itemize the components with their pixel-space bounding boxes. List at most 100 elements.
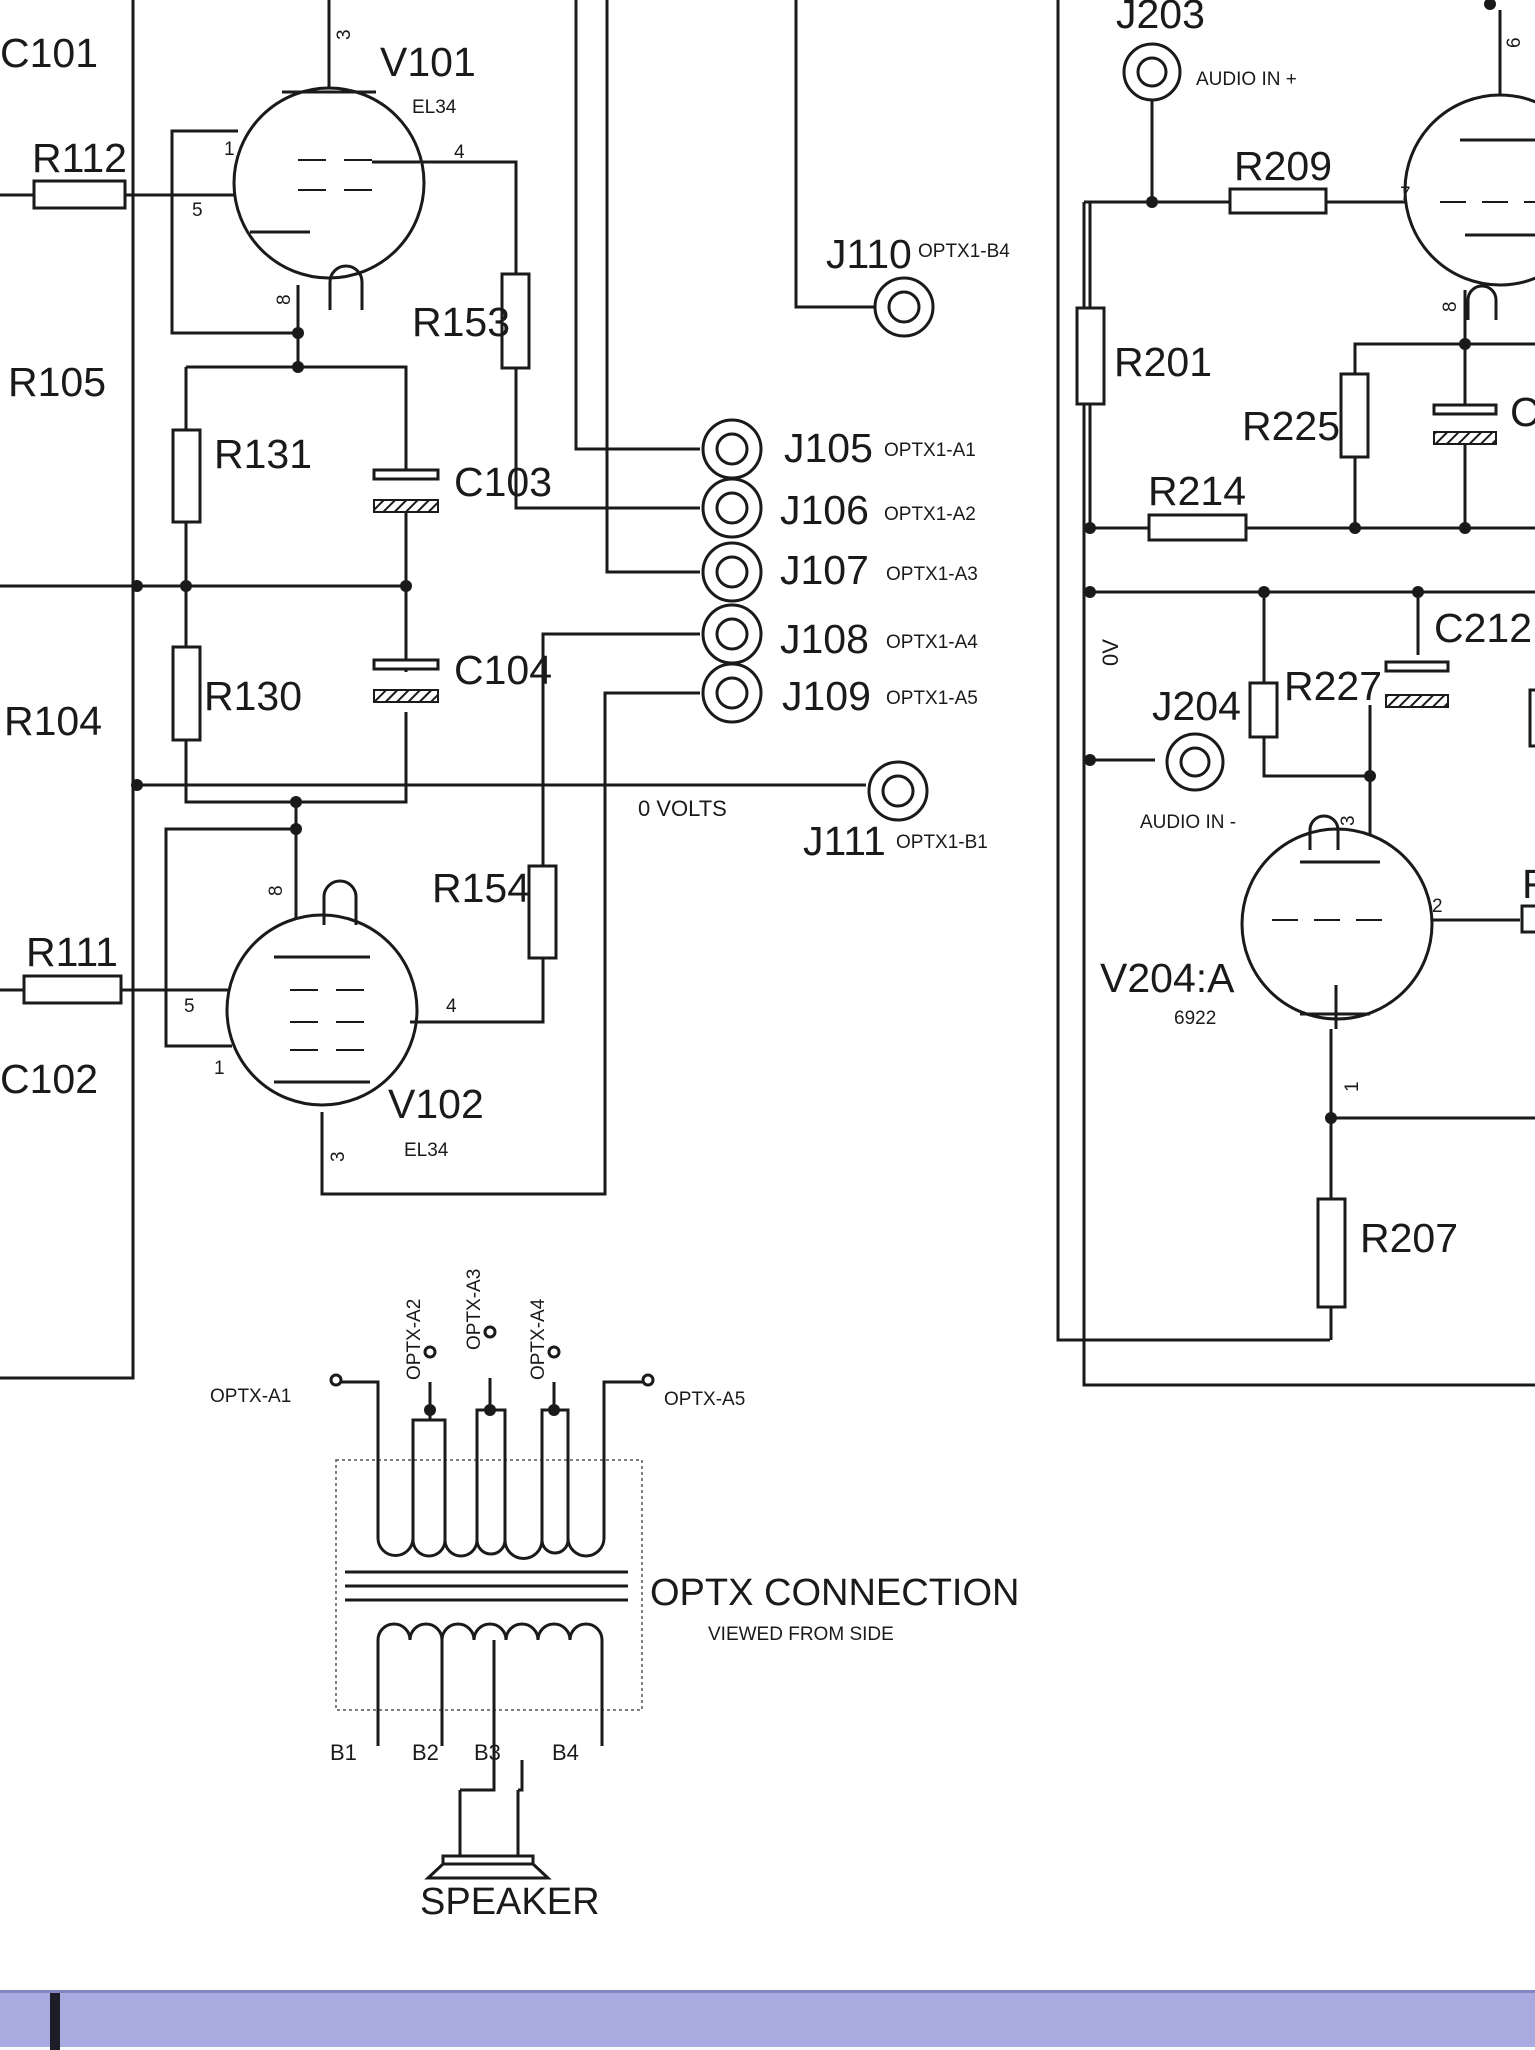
capacitor-c103: [372, 468, 440, 513]
label-c-partial: C: [1510, 389, 1535, 435]
right-junctions: [1084, 0, 1496, 1124]
label-optx-a2: OPTX-A2: [404, 1299, 425, 1380]
label-r104: R104: [4, 698, 102, 744]
label-r112: R112: [32, 135, 127, 181]
pin-v101-3: 3: [334, 29, 355, 40]
resistor-r201: [1075, 306, 1106, 406]
label-r225: R225: [1242, 403, 1340, 449]
left-wires: [0, 0, 876, 1380]
pin-v101-4: 4: [454, 142, 465, 163]
label-c101: C101: [0, 30, 98, 76]
label-optx-a5: OPTX-A5: [664, 1389, 745, 1410]
label-optx-connection: OPTX CONNECTION: [650, 1572, 1019, 1614]
pin-v102-8: 8: [266, 885, 287, 896]
label-b2: B2: [412, 1740, 439, 1765]
pin-top-7: 7: [1400, 184, 1411, 205]
label-c103: C103: [454, 459, 552, 505]
output-transformer: [329, 1325, 655, 1746]
label-b4: B4: [552, 1740, 579, 1765]
label-v102-type: EL34: [404, 1140, 449, 1161]
label-r207: R207: [1360, 1215, 1458, 1261]
pin-v101-5: 5: [192, 200, 203, 221]
label-r154: R154: [432, 865, 530, 911]
tube-v102: [225, 879, 419, 1107]
bottom-toolbar: [0, 1990, 1535, 2050]
pin-v204-2: 2: [1432, 896, 1443, 917]
toolbar-handle[interactable]: [50, 1993, 60, 2050]
label-j204: J204: [1152, 683, 1241, 729]
label-j203: J203: [1116, 0, 1205, 37]
label-zero-volts: 0 VOLTS: [638, 796, 727, 821]
connector-jacks: [701, 276, 935, 822]
label-c104: C104: [454, 647, 552, 693]
capacitor-c104: [372, 658, 440, 703]
label-r111: R111: [26, 929, 118, 975]
connector-j203-j204: [1122, 42, 1225, 792]
label-b1: B1: [330, 1740, 357, 1765]
label-j106-sub: OPTX1-A2: [884, 504, 976, 525]
label-j108-sub: OPTX1-A4: [886, 632, 978, 653]
resistor-r130: [171, 645, 202, 742]
label-v101-type: EL34: [412, 97, 457, 118]
pin-v102-3: 3: [328, 1151, 349, 1162]
resistor-r225: [1339, 372, 1370, 459]
resistor-r154: [527, 864, 558, 960]
label-v102: V102: [388, 1081, 484, 1127]
label-j109-sub: OPTX1-A5: [886, 688, 978, 709]
label-r-partial: F: [1522, 861, 1535, 907]
label-r209: R209: [1234, 143, 1332, 189]
resistor-r227: [1248, 681, 1279, 739]
label-j105-sub: OPTX1-A1: [884, 440, 976, 461]
tube-v204a: [1240, 814, 1434, 1029]
pin-v101-1: 1: [224, 139, 235, 160]
label-optx-a1: OPTX-A1: [210, 1386, 291, 1407]
resistor-r153: [500, 272, 531, 370]
label-j105: J105: [784, 425, 873, 471]
label-r131: R131: [214, 431, 312, 477]
label-viewed-from-side: VIEWED FROM SIDE: [708, 1624, 894, 1645]
label-j109: J109: [782, 673, 871, 719]
label-r201: R201: [1114, 339, 1212, 385]
pin-v204-1: 1: [1342, 1081, 1363, 1092]
label-zero-v: 0V: [1098, 639, 1123, 666]
label-r227: R227: [1284, 663, 1382, 709]
pin-v102-5: 5: [184, 996, 195, 1017]
label-audio-in-minus: AUDIO IN -: [1140, 812, 1236, 833]
resistor-r131: [171, 428, 202, 524]
pin-top-6: 6: [1504, 37, 1525, 48]
label-v204a-type: 6922: [1174, 1008, 1216, 1029]
tube-top-right-partial: [1403, 10, 1535, 320]
label-j107-sub: OPTX1-A3: [886, 564, 978, 585]
label-audio-in-plus: AUDIO IN +: [1196, 69, 1297, 90]
schematic-viewer: C101 V101 EL34 R112 R105 R153 R131 C103 …: [0, 0, 1535, 1923]
pin-top-8: 8: [1440, 301, 1461, 312]
label-r153: R153: [412, 299, 510, 345]
pin-v102-1: 1: [214, 1058, 225, 1079]
label-c102: C102: [0, 1056, 98, 1102]
label-j110: J110: [826, 231, 912, 277]
label-c212: C212: [1434, 605, 1532, 651]
resistor-r112: [32, 179, 127, 210]
pin-v204-3: 3: [1338, 815, 1359, 826]
label-r130: R130: [204, 673, 302, 719]
label-r105: R105: [8, 359, 106, 405]
speaker-symbol: [424, 1746, 552, 1880]
resistor-r214: [1147, 513, 1248, 542]
capacitor-partial-c: [1432, 403, 1498, 445]
pin-v101-8: 8: [274, 294, 295, 305]
left-junctions: [131, 327, 412, 835]
label-b3: B3: [474, 1740, 501, 1765]
schematic-diagram: C101 V101 EL34 R112 R105 R153 R131 C103 …: [0, 0, 1535, 1923]
resistor-partial-right: [1520, 688, 1535, 934]
right-wires: [1056, 0, 1535, 1387]
label-optx-a3: OPTX-A3: [464, 1269, 485, 1350]
label-optx-a4: OPTX-A4: [528, 1298, 549, 1380]
label-r214: R214: [1148, 468, 1246, 514]
tube-v101: [232, 86, 426, 310]
resistor-r111: [22, 974, 123, 1005]
label-v101: V101: [380, 39, 476, 85]
label-v204a: V204:A: [1100, 955, 1235, 1001]
label-j111-sub: OPTX1-B1: [896, 832, 988, 853]
label-j106: J106: [780, 487, 869, 533]
label-j107: J107: [780, 547, 869, 593]
